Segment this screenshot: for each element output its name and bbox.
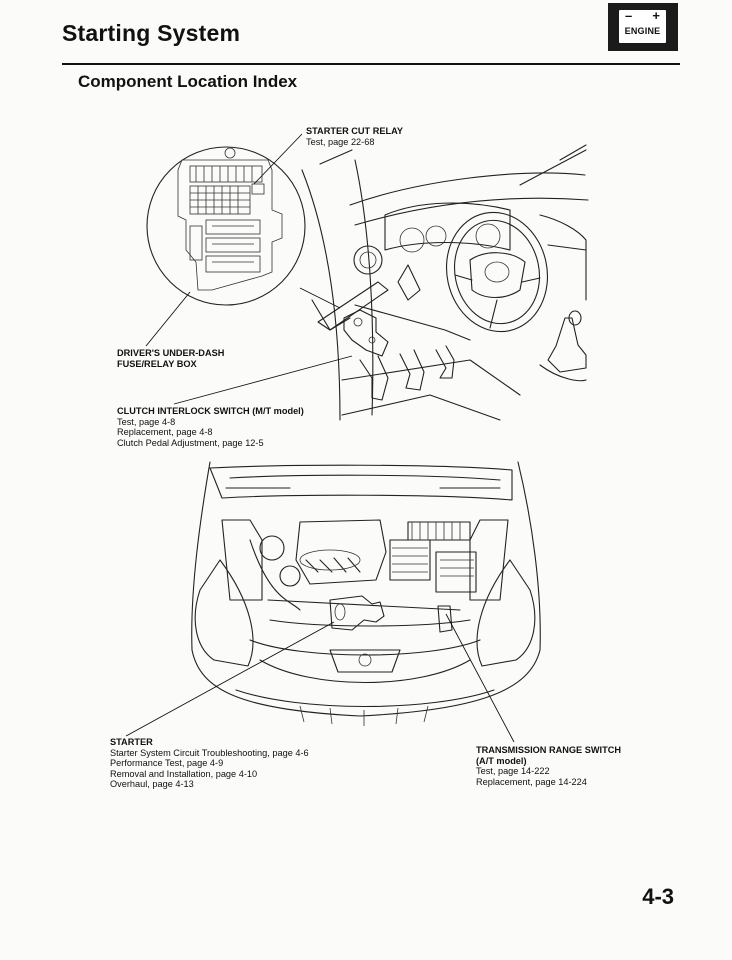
section-title: Starting System — [62, 20, 241, 46]
badge-plus: + — [652, 8, 660, 23]
range-switch-heading-1: TRANSMISSION RANGE SWITCH — [476, 745, 621, 755]
starter-heading: STARTER — [110, 737, 153, 747]
range-switch-test: Test, page 14-222 — [476, 766, 550, 776]
fuse-box-heading-1: DRIVER'S UNDER-DASH — [117, 348, 225, 358]
starter-troubleshooting: Starter System Circuit Troubleshooting, … — [110, 747, 309, 758]
badge-label: ENGINE — [624, 26, 661, 36]
badge-minus: – — [625, 8, 633, 23]
starter-cut-relay-heading: STARTER CUT RELAY — [306, 126, 403, 136]
clutch-switch-replacement: Replacement, page 4-8 — [117, 427, 213, 437]
engine-battery-badge: – + ENGINE — [608, 3, 678, 51]
clutch-switch-drawing — [343, 309, 389, 357]
fuse-box-drawing — [177, 147, 283, 291]
range-switch-heading-2: (A/T model) — [476, 755, 527, 766]
starter-drawing — [329, 595, 385, 631]
page-number: 4-3 — [642, 884, 674, 909]
page-subtitle: Component Location Index — [78, 72, 298, 91]
range-switch-callout: TRANSMISSION RANGE SWITCH (A/T model) Te… — [476, 745, 621, 787]
starter-cut-relay-test: Test, page 22-68 — [306, 136, 375, 147]
starter-removal-installation: Removal and Installation, page 4-10 — [110, 768, 258, 779]
clutch-pedal-adjustment: Clutch Pedal Adjustment, page 12-5 — [117, 437, 264, 448]
fuse-box-detail-circle — [146, 146, 306, 306]
starter-cut-relay-callout: STARTER CUT RELAY Test, page 22-68 — [306, 126, 403, 147]
engine-bay-drawing — [191, 461, 541, 726]
dashboard-drawing — [146, 144, 589, 421]
range-switch-replacement: Replacement, page 14-224 — [476, 776, 587, 787]
fuse-box-callout: DRIVER'S UNDER-DASH FUSE/RELAY BOX — [117, 348, 224, 369]
starter-performance-test: Performance Test, page 4-9 — [110, 758, 224, 768]
header-rule — [62, 63, 680, 65]
clutch-switch-heading: CLUTCH INTERLOCK SWITCH (M/T model) — [117, 406, 304, 416]
range-switch-drawing — [437, 605, 453, 633]
starter-callout: STARTER Starter System Circuit Troublesh… — [110, 737, 309, 790]
clutch-switch-callout: CLUTCH INTERLOCK SWITCH (M/T model) Test… — [117, 406, 304, 448]
fuse-box-heading-2: FUSE/RELAY BOX — [117, 358, 197, 369]
clutch-switch-test: Test, page 4-8 — [117, 416, 176, 427]
starter-overhaul: Overhaul, page 4-13 — [110, 779, 194, 789]
battery-icon: – + ENGINE — [619, 8, 666, 43]
